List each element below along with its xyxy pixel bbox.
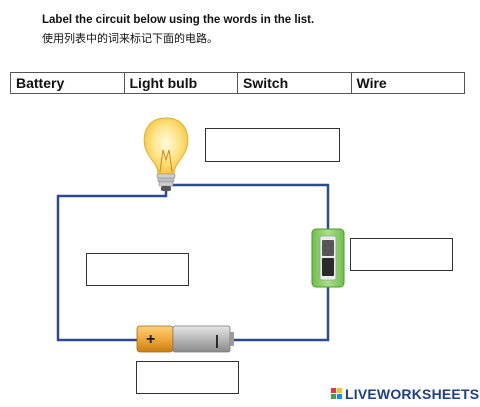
liveworksheets-brand-text: LIVEWORKSHEETS (345, 386, 480, 402)
answer-box-switch[interactable] (350, 238, 453, 271)
word-battery: Battery (11, 73, 125, 93)
battery-negative-label: | (215, 332, 219, 348)
answer-input-wire[interactable] (87, 254, 188, 285)
answer-input-battery[interactable] (137, 362, 238, 393)
battery-positive-label: + (146, 331, 155, 348)
word-switch: Switch (238, 73, 352, 93)
answer-input-switch[interactable] (351, 239, 452, 270)
answer-box-bulb[interactable] (205, 128, 340, 162)
answer-input-bulb[interactable] (206, 129, 339, 161)
instruction-chinese: 使用列表中的词来标记下面的电路。 (42, 32, 218, 45)
word-light-bulb: Light bulb (125, 73, 238, 93)
word-wire: Wire (356, 75, 387, 91)
battery-icon: + | (136, 325, 234, 353)
instruction-english: Label the circuit below using the words … (42, 14, 315, 26)
answer-box-battery[interactable] (136, 361, 239, 394)
answer-box-wire[interactable] (86, 253, 189, 286)
switch-icon (311, 228, 345, 288)
word-list: Battery Light bulb Switch Wire (10, 72, 465, 94)
liveworksheets-logo-icon (331, 388, 343, 400)
light-bulb-icon (143, 117, 189, 191)
liveworksheets-logo: LIVEWORKSHEETS (331, 386, 479, 402)
